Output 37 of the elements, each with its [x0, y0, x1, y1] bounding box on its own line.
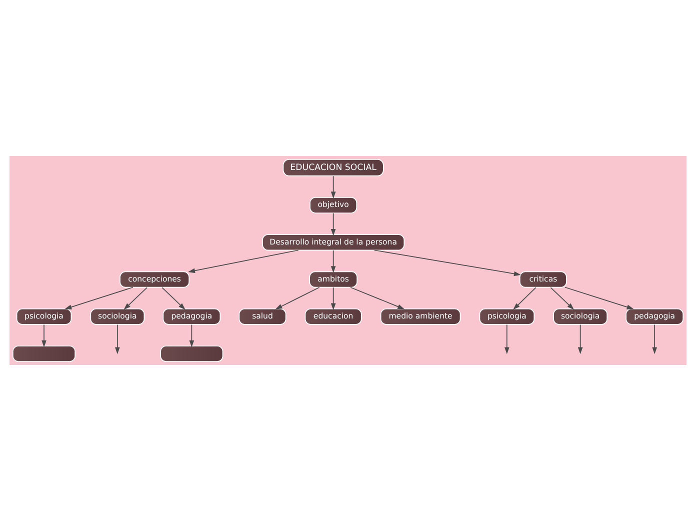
node-box — [12, 345, 76, 362]
node-box: educacion — [304, 308, 362, 324]
node-box: psicologia — [479, 308, 535, 324]
arrow — [330, 286, 336, 310]
arrow — [64, 286, 134, 309]
node-box: Desarrollo integral de la persona — [262, 234, 405, 250]
arrow — [513, 286, 536, 310]
arrow — [162, 286, 186, 310]
arrow — [550, 286, 574, 310]
arrow — [652, 324, 658, 354]
arrow — [374, 249, 521, 276]
node-box: EDUCACION SOCIAL — [282, 158, 384, 176]
arrow — [504, 324, 510, 354]
arrow — [275, 286, 320, 309]
arrow — [188, 249, 299, 273]
node-box: salud — [238, 308, 286, 324]
node-box: objetivo — [310, 196, 358, 213]
arrow — [42, 324, 46, 347]
node-box: concepciones — [120, 270, 190, 288]
arrow — [114, 324, 120, 354]
node-box: ambitos — [309, 270, 358, 288]
arrow — [564, 286, 634, 309]
arrow — [189, 324, 194, 347]
node-box: criticas — [519, 270, 567, 288]
arrow — [350, 286, 405, 309]
node-box: sociologia — [553, 308, 608, 324]
node-box — [160, 345, 224, 362]
node-box: psicologia — [16, 308, 72, 324]
arrow — [330, 212, 336, 236]
arrow — [330, 175, 336, 198]
node-box: sociologia — [90, 308, 145, 324]
node-box: medio ambiente — [380, 308, 461, 324]
node-box: pedagogia — [162, 308, 221, 324]
arrow — [578, 324, 583, 354]
arrow — [330, 249, 336, 273]
arrow — [124, 286, 148, 310]
node-box: pedagogia — [626, 308, 684, 324]
